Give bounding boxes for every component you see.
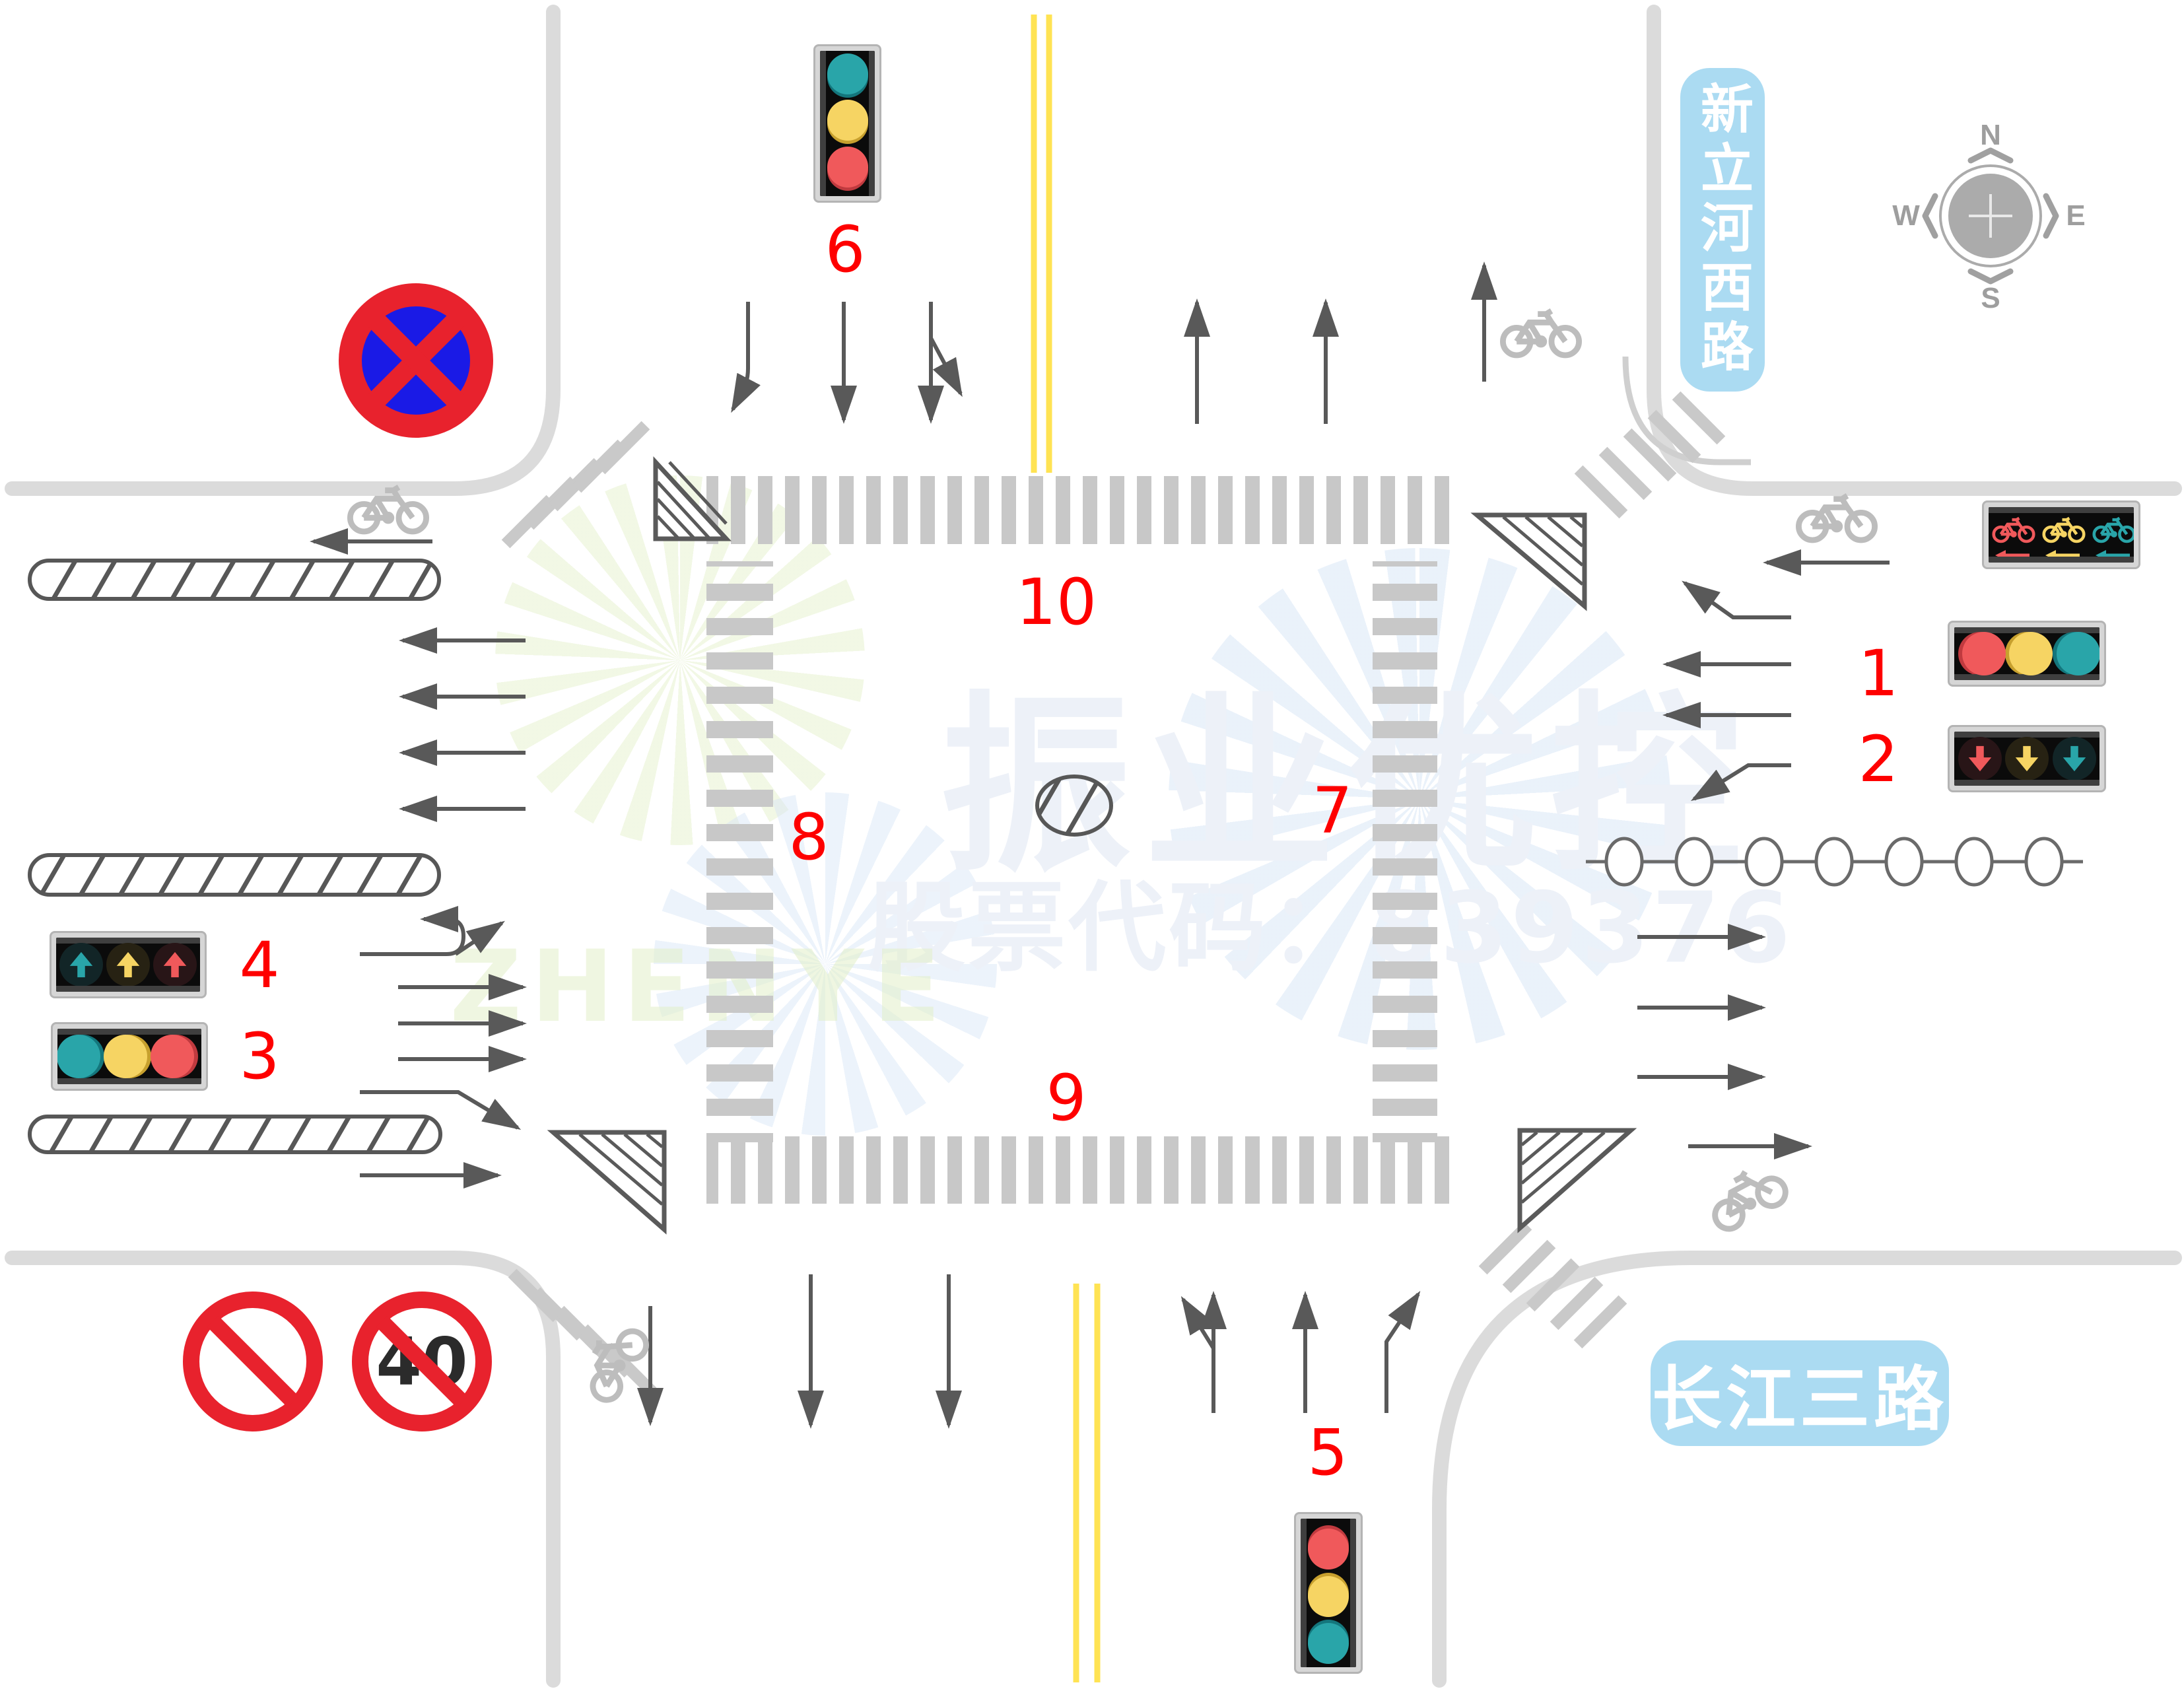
bicycle-icon-southeast [1702,1159,1790,1233]
red-light [151,1035,198,1078]
corner-inner-line [1622,356,1751,465]
corner-island-se [1478,1128,1637,1349]
red-up-arrow-light [153,943,197,986]
red-light [1308,1525,1349,1569]
corner-island-nw [501,421,732,549]
double-yellow-lines [1031,15,1101,1682]
signal-1-head [1948,621,2106,687]
median-islands [28,559,442,1154]
signal-5-head [1294,1512,1363,1674]
signal-label-4: 4 [239,928,280,1002]
compass-south-label: S [1981,282,2000,314]
yellow-light [104,1035,151,1078]
teal-down-arrow-light [2052,737,2096,780]
teal-light [1308,1620,1349,1665]
teal-light [57,1035,104,1078]
road-sign-east: 长江三路 [1651,1340,1949,1446]
bicycle-signal-head [1982,500,2140,569]
compass-west-label: W [1892,199,1920,232]
signal-6-head [813,44,881,203]
crosswalk-south [706,1136,1459,1204]
barrier-circles [1586,837,2083,887]
teal-up-arrow-light [59,943,103,986]
signal-4-head [50,931,207,998]
signal-label-1: 1 [1858,637,1899,710]
signal-label-2: 2 [1858,722,1899,796]
signal-label-5: 5 [1307,1416,1348,1490]
compass-north-label: N [1980,119,2001,151]
signal-2-head [1948,725,2106,792]
crosswalk-west [706,561,773,1142]
compass-east-label: E [2066,199,2086,232]
bicycle-icon-east [1798,496,1874,540]
bicycle-icon-north [1503,311,1579,355]
no-stopping-sign [339,283,493,438]
yellow-light [827,100,868,144]
teal-light [2052,632,2099,675]
red-bicycle-light [1989,507,2039,563]
yellow-down-arrow-light [2005,737,2049,780]
red-light [1958,632,2006,675]
red-light [827,146,868,191]
signal-label-3: 3 [239,1019,280,1093]
yellow-up-arrow-light [106,943,150,986]
prohibition-slash [207,1315,299,1408]
compass-rose [1922,147,2059,285]
crosswalk-label-10: 10 [1015,565,1097,639]
yellow-light [2005,632,2053,675]
road-sign-north: 新立河西路 [1680,68,1765,392]
crosswalk-north [706,476,1459,544]
crosswalk-label-8: 8 [788,800,829,874]
corner-island-ne [1470,391,1726,611]
crosswalk-east [1373,561,1437,1142]
no-horn-sign [183,1292,323,1431]
teal-light [827,53,868,98]
teal-bicycle-light [2089,507,2134,563]
red-down-arrow-light [1958,737,2002,780]
crosswalk-label-9: 9 [1046,1061,1087,1135]
yellow-light [1308,1572,1349,1617]
signal-3-head [51,1022,208,1091]
crosswalk-label-7: 7 [1312,774,1353,848]
yellow-bicycle-light [2039,507,2089,563]
center-island [1035,775,1113,837]
speed-limit-40-sign: 40 [352,1292,492,1431]
signal-label-6: 6 [825,213,866,287]
